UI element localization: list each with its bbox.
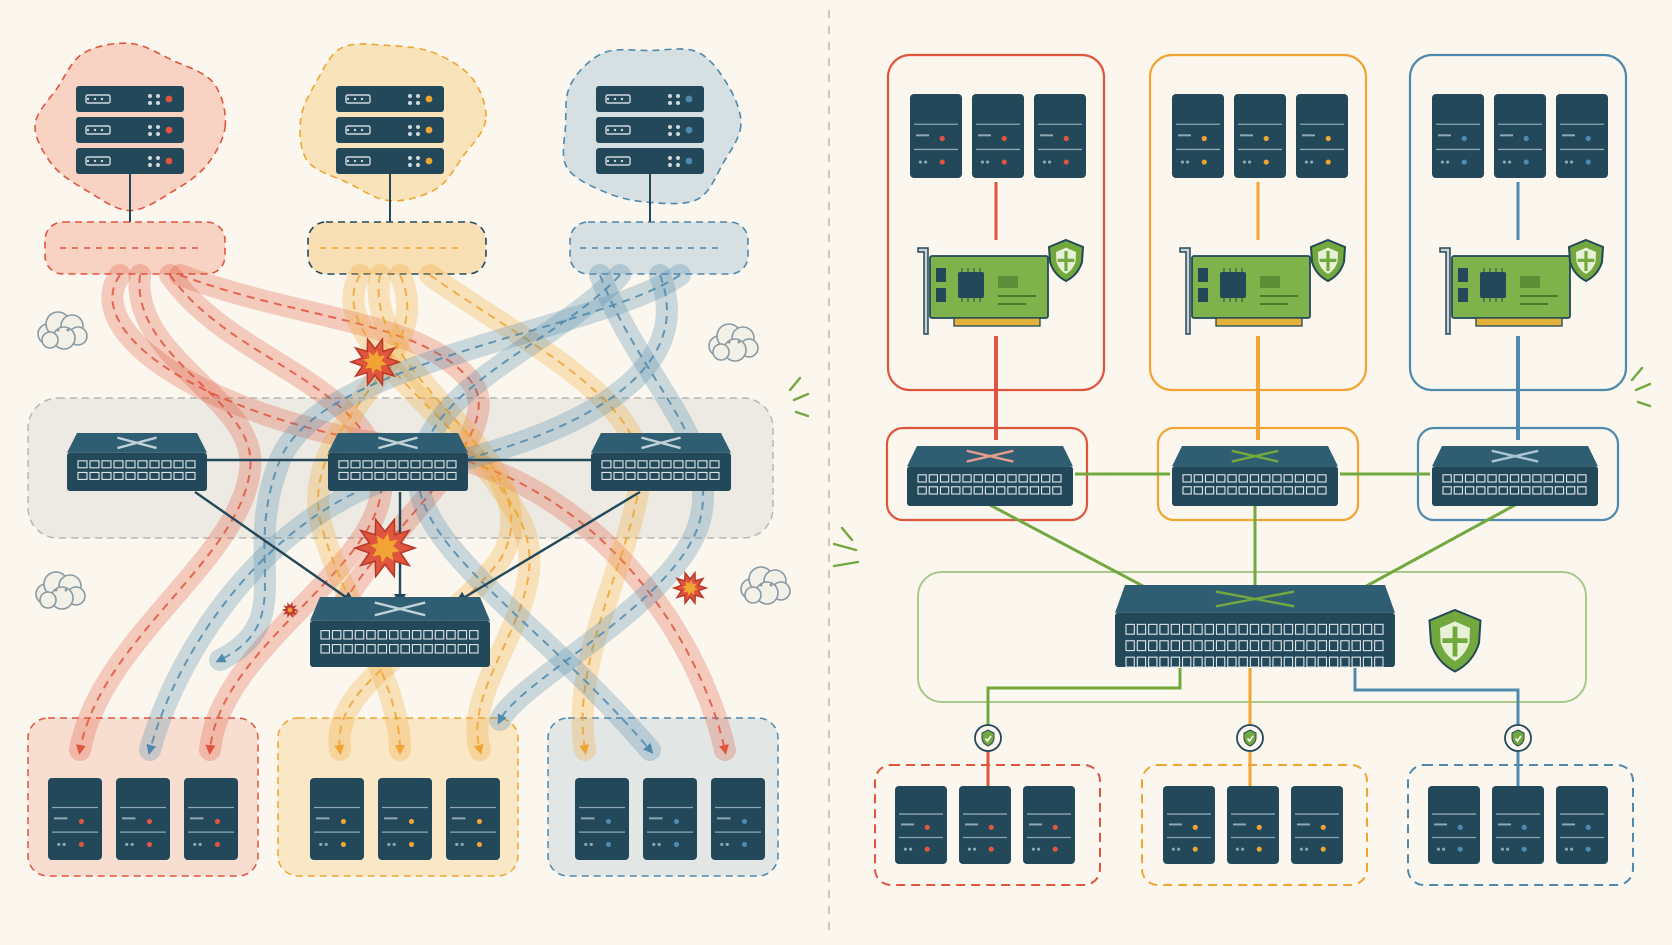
- network-card-blue: [1439, 247, 1571, 335]
- server-icon: [1163, 786, 1215, 864]
- rack-red: [76, 86, 184, 174]
- green-uplink: [989, 503, 1161, 597]
- edge-switch-red: [907, 446, 1073, 506]
- server-icon: [1234, 94, 1286, 178]
- server-group-orange-bottom: [1163, 786, 1343, 864]
- shield-check-icon: [1428, 608, 1482, 673]
- shield-check-icon: [1567, 238, 1605, 283]
- smoke-cloud-icon: [37, 311, 88, 350]
- server-icon: [895, 786, 947, 864]
- collision-burst-icon: [352, 517, 418, 579]
- rack-orange: [336, 86, 444, 174]
- server-icon: [116, 778, 170, 860]
- shield-check-icon: [1047, 238, 1085, 283]
- server-icon: [1428, 786, 1480, 864]
- server-group-blue-bottom: [1428, 786, 1608, 864]
- server-icon: [378, 778, 432, 860]
- traffic-flow-line: [429, 274, 642, 755]
- server-group-blue-top: [1432, 94, 1608, 178]
- server-icon: [1291, 786, 1343, 864]
- server-group-blue-left: [575, 778, 765, 860]
- core-switch-right: [1115, 585, 1395, 668]
- core-uplink-arrow: [194, 491, 355, 604]
- edge-switch-blue: [1432, 446, 1598, 506]
- server-icon: [184, 778, 238, 860]
- rack-server-icon: [336, 117, 444, 143]
- server-group-orange-left: [310, 778, 500, 860]
- server-icon: [1172, 94, 1224, 178]
- server-group-red-top: [910, 94, 1086, 178]
- server-icon: [959, 786, 1011, 864]
- smoke-cloud-icon: [35, 571, 86, 610]
- vlan-bar-blue: [569, 221, 749, 275]
- traffic-flow-line: [146, 274, 668, 755]
- server-icon: [1556, 94, 1608, 178]
- status-tick-marks: [832, 526, 860, 568]
- traffic-flow-line: [317, 274, 409, 755]
- traffic-flow-orange: [342, 264, 541, 761]
- rack-server-icon: [76, 117, 184, 143]
- server-icon: [1296, 94, 1348, 178]
- rack-server-icon: [336, 148, 444, 174]
- smoke-cloud-icon: [708, 323, 759, 362]
- shield-check-icon: [1504, 724, 1532, 752]
- status-tick-marks: [788, 376, 810, 418]
- core-switch-left: [310, 597, 490, 667]
- server-icon: [1023, 786, 1075, 864]
- rack-server-icon: [336, 86, 444, 112]
- shield-check-icon: [1309, 238, 1347, 283]
- shield-check-icon: [974, 724, 1002, 752]
- shield-check-icon: [1236, 724, 1264, 752]
- collision-burst-icon: [348, 337, 402, 387]
- server-icon: [48, 778, 102, 860]
- downlink-red: [986, 668, 1182, 735]
- collision-burst-icon: [671, 570, 709, 606]
- rack-server-icon: [596, 86, 704, 112]
- rack-server-icon: [76, 148, 184, 174]
- server-zone-blue-right: [1407, 764, 1634, 886]
- traffic-flow-line: [334, 274, 513, 755]
- server-icon: [711, 778, 765, 860]
- green-uplink: [1349, 503, 1516, 597]
- network-card-red: [917, 247, 1049, 335]
- server-icon: [1556, 786, 1608, 864]
- rack-server-icon: [596, 117, 704, 143]
- server-icon: [1034, 94, 1086, 178]
- server-icon: [643, 778, 697, 860]
- server-icon: [910, 94, 962, 178]
- server-icon: [575, 778, 629, 860]
- traffic-flow-blue: [209, 264, 691, 671]
- rack-blue: [596, 86, 704, 174]
- traffic-flow-line: [169, 274, 383, 755]
- downlink-blue: [1353, 668, 1520, 790]
- server-zone-orange-right: [1141, 764, 1368, 886]
- smoke-cloud-icon: [740, 566, 791, 605]
- edge-switch-orange: [1172, 446, 1338, 506]
- edge-switch-left-3: [591, 433, 731, 491]
- server-group-orange-top: [1172, 94, 1348, 178]
- server-group-red-bottom: [895, 786, 1075, 864]
- core-zone: [917, 571, 1587, 703]
- server-icon: [310, 778, 364, 860]
- server-icon: [972, 94, 1024, 178]
- server-icon: [1492, 786, 1544, 864]
- rack-server-icon: [596, 148, 704, 174]
- server-icon: [446, 778, 500, 860]
- status-tick-marks: [1630, 366, 1652, 408]
- collision-burst-icon: [281, 602, 299, 618]
- edge-switch-left-1: [67, 433, 207, 491]
- server-icon: [1227, 786, 1279, 864]
- traffic-flow-line: [497, 274, 705, 725]
- rack-server-icon: [76, 86, 184, 112]
- server-icon: [1432, 94, 1484, 178]
- edge-switch-left-2: [328, 433, 468, 491]
- server-icon: [1494, 94, 1546, 178]
- server-group-red-left: [48, 778, 238, 860]
- traffic-flow-red: [69, 264, 262, 761]
- core-uplink-arrow: [454, 490, 641, 604]
- network-card-orange: [1179, 247, 1311, 335]
